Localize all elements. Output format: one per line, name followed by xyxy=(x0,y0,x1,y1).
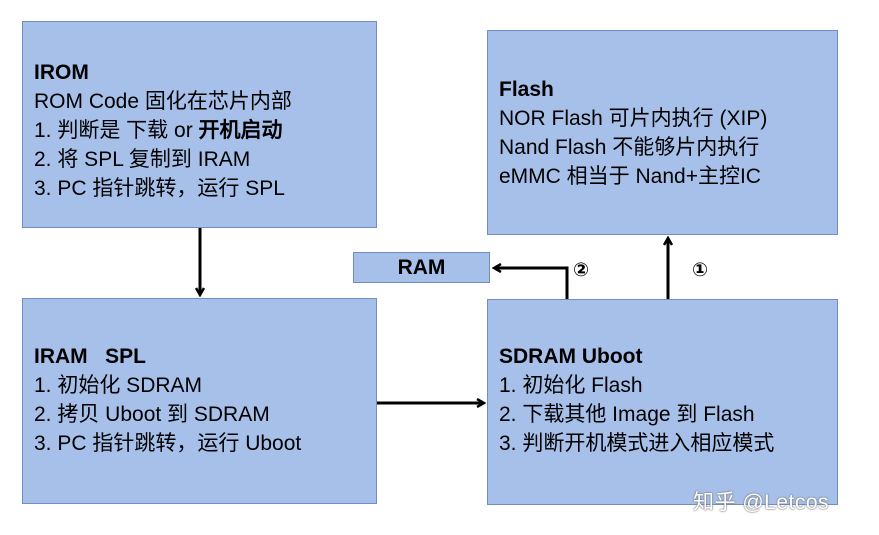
irom-line-2-prefix: 1. 判断是 下载 or xyxy=(34,119,199,142)
step-marker-2: ② xyxy=(573,260,590,281)
irom-line-1: ROM Code 固化在芯片内部 xyxy=(34,90,292,113)
sdram-line-3: 3. 判断开机模式进入相应模式 xyxy=(499,432,775,455)
irom-line-3: 2. 将 SPL 复制到 IRAM xyxy=(34,148,251,171)
flash-title: Flash xyxy=(499,78,554,101)
sdram-line-2: 2. 下载其他 Image 到 Flash xyxy=(499,403,755,426)
sdram-uboot-box: SDRAM Uboot 1. 初始化 Flash 2. 下载其他 Image 到… xyxy=(487,299,838,505)
ram-label: RAM xyxy=(397,256,446,279)
iram-title: IRAM SPL xyxy=(34,345,147,368)
irom-line-2: 1. 判断是 下载 or 开机启动 xyxy=(34,116,376,145)
flash-line-3: eMMC 相当于 Nand+主控IC xyxy=(499,165,761,188)
arrow-sdram-to-ram xyxy=(495,268,569,299)
irom-title: IROM xyxy=(34,61,89,84)
irom-line-2-bold: 开机启动 xyxy=(198,119,283,142)
step-marker-1: ① xyxy=(692,260,709,281)
sdram-title: SDRAM Uboot xyxy=(499,345,643,368)
ram-box: RAM xyxy=(353,252,490,283)
iram-line-1: 1. 初始化 SDRAM xyxy=(34,374,203,397)
irom-line-4: 3. PC 指针跳转，运行 SPL xyxy=(34,177,285,200)
sdram-line-1: 1. 初始化 Flash xyxy=(499,374,643,397)
flash-box: Flash NOR Flash 可片内执行 (XIP) Nand Flash 不… xyxy=(487,30,838,235)
iram-line-3: 3. PC 指针跳转，运行 Uboot xyxy=(34,432,302,455)
flash-line-2: Nand Flash 不能够片内执行 xyxy=(499,136,760,159)
flash-line-1: NOR Flash 可片内执行 (XIP) xyxy=(499,107,768,130)
irom-box: IROM ROM Code 固化在芯片内部 1. 判断是 下载 or 开机启动 … xyxy=(22,21,377,228)
watermark: 知乎 @Letcos xyxy=(693,491,830,514)
iram-spl-box: IRAM SPL 1. 初始化 SDRAM 2. 拷贝 Uboot 到 SDRA… xyxy=(22,298,377,504)
iram-line-2: 2. 拷贝 Uboot 到 SDRAM xyxy=(34,403,270,426)
